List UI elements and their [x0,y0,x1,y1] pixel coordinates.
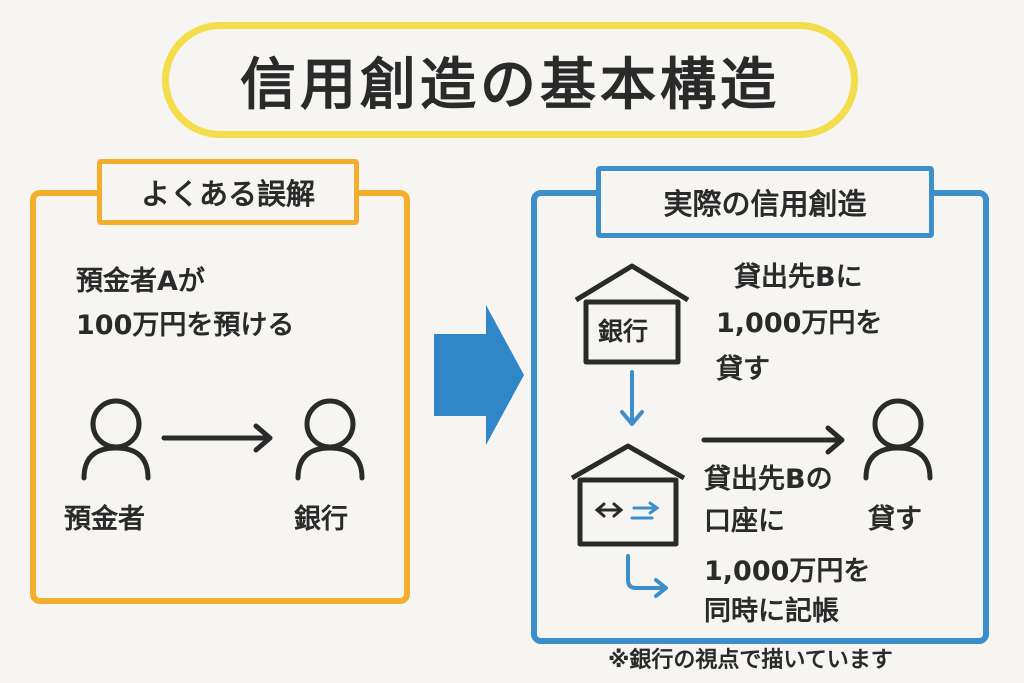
bank-label-left: 銀行 [294,504,348,535]
depositor-label: 預金者 [64,504,145,535]
borrower-label: 貸す [868,504,922,535]
ledger-exchange-icon [594,501,660,520]
deposit-arrow-icon [161,423,273,453]
loan-text-line3: 貸す [716,354,770,385]
title-frame [162,22,858,138]
borrower-person-icon [863,398,933,481]
page-title: 信用創造の基本構造 [240,52,780,118]
record-text-line2: 口座に [704,506,785,537]
bank-person-icon [295,398,365,481]
loan-text-line2: 1,000万円を [716,308,883,339]
footnote: ※銀行の視点で描いています [608,648,893,673]
bank-ledger-house-icon [570,443,686,547]
bank-house-label: 銀行 [598,317,649,346]
depositor-person-icon [81,398,151,481]
record-text-line3: 1,000万円を [704,556,871,587]
big-right-arrow-icon [434,305,524,445]
deposit-statement-line2: 100万円を預ける [76,310,295,341]
record-text-line4: 同時に記帳 [704,596,839,627]
actual-heading: 実際の信用創造 [596,166,934,238]
loan-text-line1: 貸出先Bに [734,262,863,293]
loan-arrow-icon [701,425,845,455]
bent-arrow-icon [626,554,668,598]
down-arrow-icon [620,370,644,426]
misconception-heading: よくある誤解 [97,159,359,225]
deposit-statement-line1: 預金者Aが [76,266,205,297]
record-text-line1: 貸出先Bの [704,464,833,495]
bank-house-icon [574,263,690,365]
